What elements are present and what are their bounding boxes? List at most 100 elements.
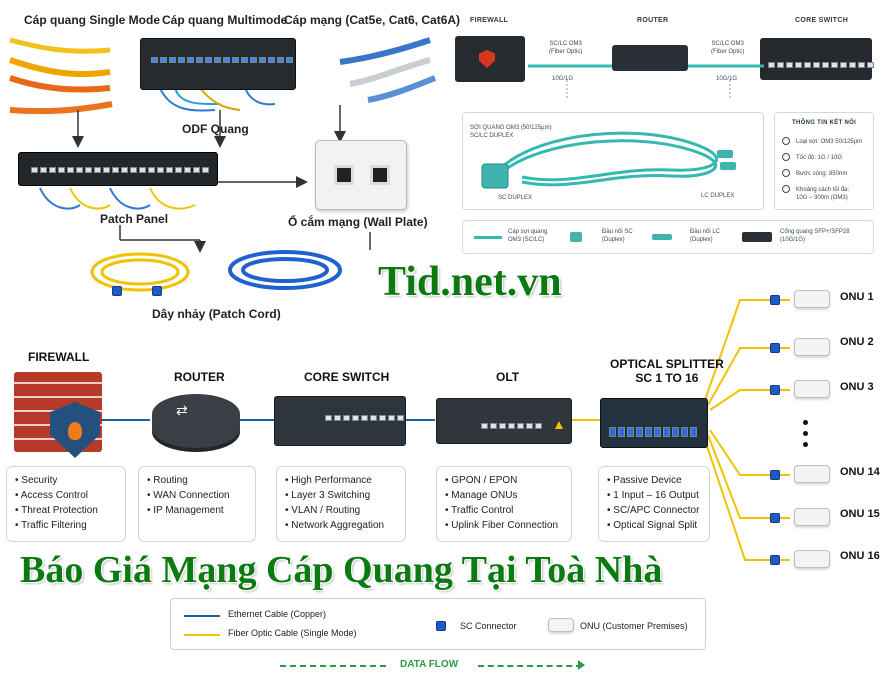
onu-device bbox=[794, 380, 830, 398]
tr-legend-fiber-label: Cáp sợi quang bbox=[508, 229, 548, 235]
router-title: ROUTER bbox=[174, 370, 225, 384]
flame-icon bbox=[68, 422, 82, 440]
splitter-ports bbox=[609, 427, 697, 437]
feature-item: Layer 3 Switching bbox=[285, 488, 397, 503]
tr-cable-title: SỢI QUANG OM3 (50/125µm) bbox=[470, 125, 552, 131]
olt-features-card: GPON / EPON Manage ONUs Traffic Control … bbox=[436, 466, 572, 542]
sc-connector-icon bbox=[436, 621, 446, 631]
onu-device bbox=[794, 338, 830, 356]
ethernet-legend-label: Ethernet Cable (Copper) bbox=[228, 609, 327, 619]
tr-legend-sfp-note: (10G/1G) bbox=[780, 237, 806, 243]
tr-info-panel bbox=[774, 112, 874, 210]
warning-icon bbox=[555, 421, 563, 429]
sc-connector-icon bbox=[770, 513, 780, 523]
ellipsis-dot bbox=[803, 442, 808, 447]
feature-item: Network Aggregation bbox=[285, 518, 397, 533]
splitter-title: OPTICAL SPLITTER bbox=[610, 357, 724, 371]
sc-connector-icon bbox=[112, 286, 122, 296]
tr-legend-fiber-swatch bbox=[474, 236, 502, 239]
onu-legend-icon bbox=[548, 618, 574, 632]
wall-port-1 bbox=[334, 165, 354, 185]
tr-links bbox=[528, 64, 764, 98]
feature-item: IP Management bbox=[147, 503, 247, 518]
feature-item: Security bbox=[15, 473, 117, 488]
router-arrows-icon: ⇄ bbox=[176, 402, 188, 418]
sc-connector-icon bbox=[570, 232, 582, 242]
tr-switch-ports bbox=[768, 62, 874, 68]
onu-label: ONU 14 bbox=[840, 466, 880, 478]
cat-cable-label: Cáp mạng (Cat5e, Cat6, Cat6A) bbox=[284, 13, 461, 27]
odf-label: ODF Quang bbox=[182, 122, 249, 136]
feature-item: VLAN / Routing bbox=[285, 503, 397, 518]
wall-port-2 bbox=[370, 165, 390, 185]
tr-router-title: ROUTER bbox=[637, 17, 669, 24]
tr-link2-note: (Fiber Optic) bbox=[711, 49, 745, 55]
router-features-card: Routing WAN Connection IP Management bbox=[138, 466, 256, 542]
fiber-legend-label: Fiber Optic Cable (Single Mode) bbox=[228, 628, 357, 638]
single-mode-label: Cáp quang Single Mode bbox=[24, 13, 161, 27]
tr-router-device bbox=[612, 45, 688, 71]
data-flow-label: DATA FLOW bbox=[400, 659, 459, 670]
data-flow-arrow-left bbox=[280, 665, 386, 667]
sc-connector-icon bbox=[152, 286, 162, 296]
tr-lc-duplex-label: LC DUPLEX bbox=[701, 193, 735, 199]
tr-link1-type: SC/LC OM3 bbox=[549, 41, 582, 47]
wall-plate-label: Ổ cắm mạng (Wall Plate) bbox=[288, 215, 428, 229]
tr-info-wave: Bước sóng: 850nm bbox=[796, 171, 848, 177]
watermark: Tid.net.vn bbox=[378, 259, 562, 305]
feature-item: Routing bbox=[147, 473, 247, 488]
tr-legend-lc-label: Đầu nối LC bbox=[690, 229, 721, 235]
feature-item: Manage ONUs bbox=[445, 488, 563, 503]
patch-panel-device bbox=[18, 152, 218, 186]
top-left-cables bbox=[9, 37, 437, 292]
olt-title: OLT bbox=[496, 370, 520, 384]
tr-info-distance-label: Khoảng cách tối đa: bbox=[796, 187, 850, 193]
shield-icon bbox=[479, 50, 495, 68]
patch-panel-label: Patch Panel bbox=[100, 212, 169, 226]
data-flow-arrow-right bbox=[478, 665, 582, 667]
firewall-title: FIREWALL bbox=[28, 350, 90, 364]
olt-ports bbox=[481, 423, 542, 429]
fiber-icon bbox=[782, 137, 790, 145]
feature-item: 1 Input – 16 Output bbox=[607, 488, 701, 503]
router-device: ⇄ bbox=[152, 394, 240, 448]
splitter-features-card: Passive Device 1 Input – 16 Output SC/AP… bbox=[598, 466, 710, 542]
wall-plate-device bbox=[315, 140, 407, 210]
feature-item: SC/APC Connector bbox=[607, 503, 701, 518]
tr-link2-speed: 10G/1G bbox=[716, 76, 738, 82]
tr-link1-speed: 10G/1G bbox=[552, 76, 574, 82]
patch-panel-ports bbox=[31, 167, 209, 173]
fiber-legend-swatch bbox=[184, 634, 220, 636]
feature-item: Access Control bbox=[15, 488, 117, 503]
onu-device bbox=[794, 290, 830, 308]
core-switch-device bbox=[274, 396, 406, 446]
sc-connector-icon bbox=[770, 555, 780, 565]
tr-link1-note: (Fiber Optic) bbox=[549, 49, 583, 55]
tr-info-speed: Tốc độ: 1G / 10G bbox=[796, 155, 843, 161]
speed-icon bbox=[782, 153, 790, 161]
feature-item: Threat Protection bbox=[15, 503, 117, 518]
tr-firewall-title: FIREWALL bbox=[470, 17, 509, 24]
tr-cable-subtitle: SC/LC DUPLEX bbox=[470, 133, 514, 139]
feature-item: Traffic Control bbox=[445, 503, 563, 518]
core-switch-title: CORE SWITCH bbox=[304, 370, 390, 384]
core-switch-ports bbox=[325, 415, 404, 421]
feature-item: High Performance bbox=[285, 473, 397, 488]
wavelength-icon bbox=[782, 169, 790, 177]
onu-device bbox=[794, 550, 830, 568]
tr-link2-type: SC/LC OM3 bbox=[711, 41, 744, 47]
splitter-device bbox=[600, 398, 708, 448]
tr-core-switch-title: CORE SWITCH bbox=[795, 17, 849, 24]
multimode-label: Cáp quang Multimode bbox=[162, 13, 288, 27]
tr-legend-sc-label: Đầu nối SC bbox=[602, 229, 633, 235]
tr-core-switch-device bbox=[760, 38, 874, 80]
patch-cord-label: Dây nhảy (Patch Cord) bbox=[152, 307, 281, 321]
onu-label: ONU 3 bbox=[840, 381, 874, 393]
feature-item: WAN Connection bbox=[147, 488, 247, 503]
onu-device bbox=[794, 508, 830, 526]
feature-item: Traffic Filtering bbox=[15, 518, 117, 533]
tr-firewall-device bbox=[455, 36, 525, 82]
arrow-right-icon bbox=[578, 660, 585, 670]
tr-info-title: THÔNG TIN KẾT NỐI bbox=[792, 120, 857, 126]
sc-legend-label: SC Connector bbox=[460, 621, 517, 631]
